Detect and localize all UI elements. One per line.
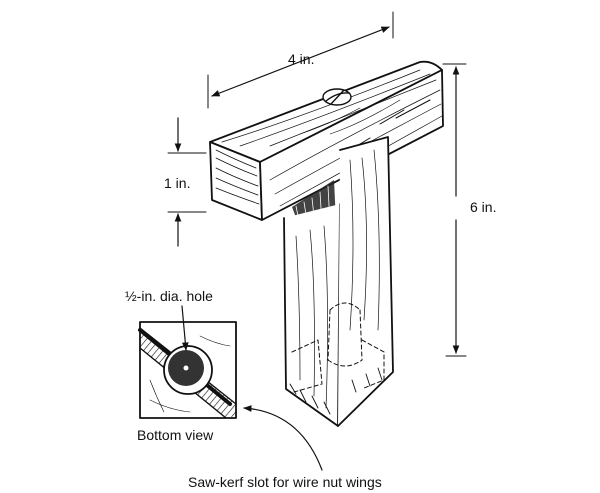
bottom-view-label: Bottom view [137, 427, 214, 443]
bottom-view-inset [138, 305, 237, 419]
thickness-label: 1 in. [164, 175, 191, 191]
kerf-leader [243, 405, 323, 471]
stem [283, 136, 394, 427]
dimension-height [442, 63, 467, 357]
dimension-width [207, 11, 394, 109]
dimension-thickness [167, 117, 207, 247]
hole-label: ½-in. dia. hole [125, 288, 213, 304]
height-label: 6 in. [470, 199, 497, 215]
kerf-label: Saw-kerf slot for wire nut wings [188, 474, 382, 490]
crossbar [209, 60, 444, 221]
width-label: 4 in. [288, 51, 315, 67]
